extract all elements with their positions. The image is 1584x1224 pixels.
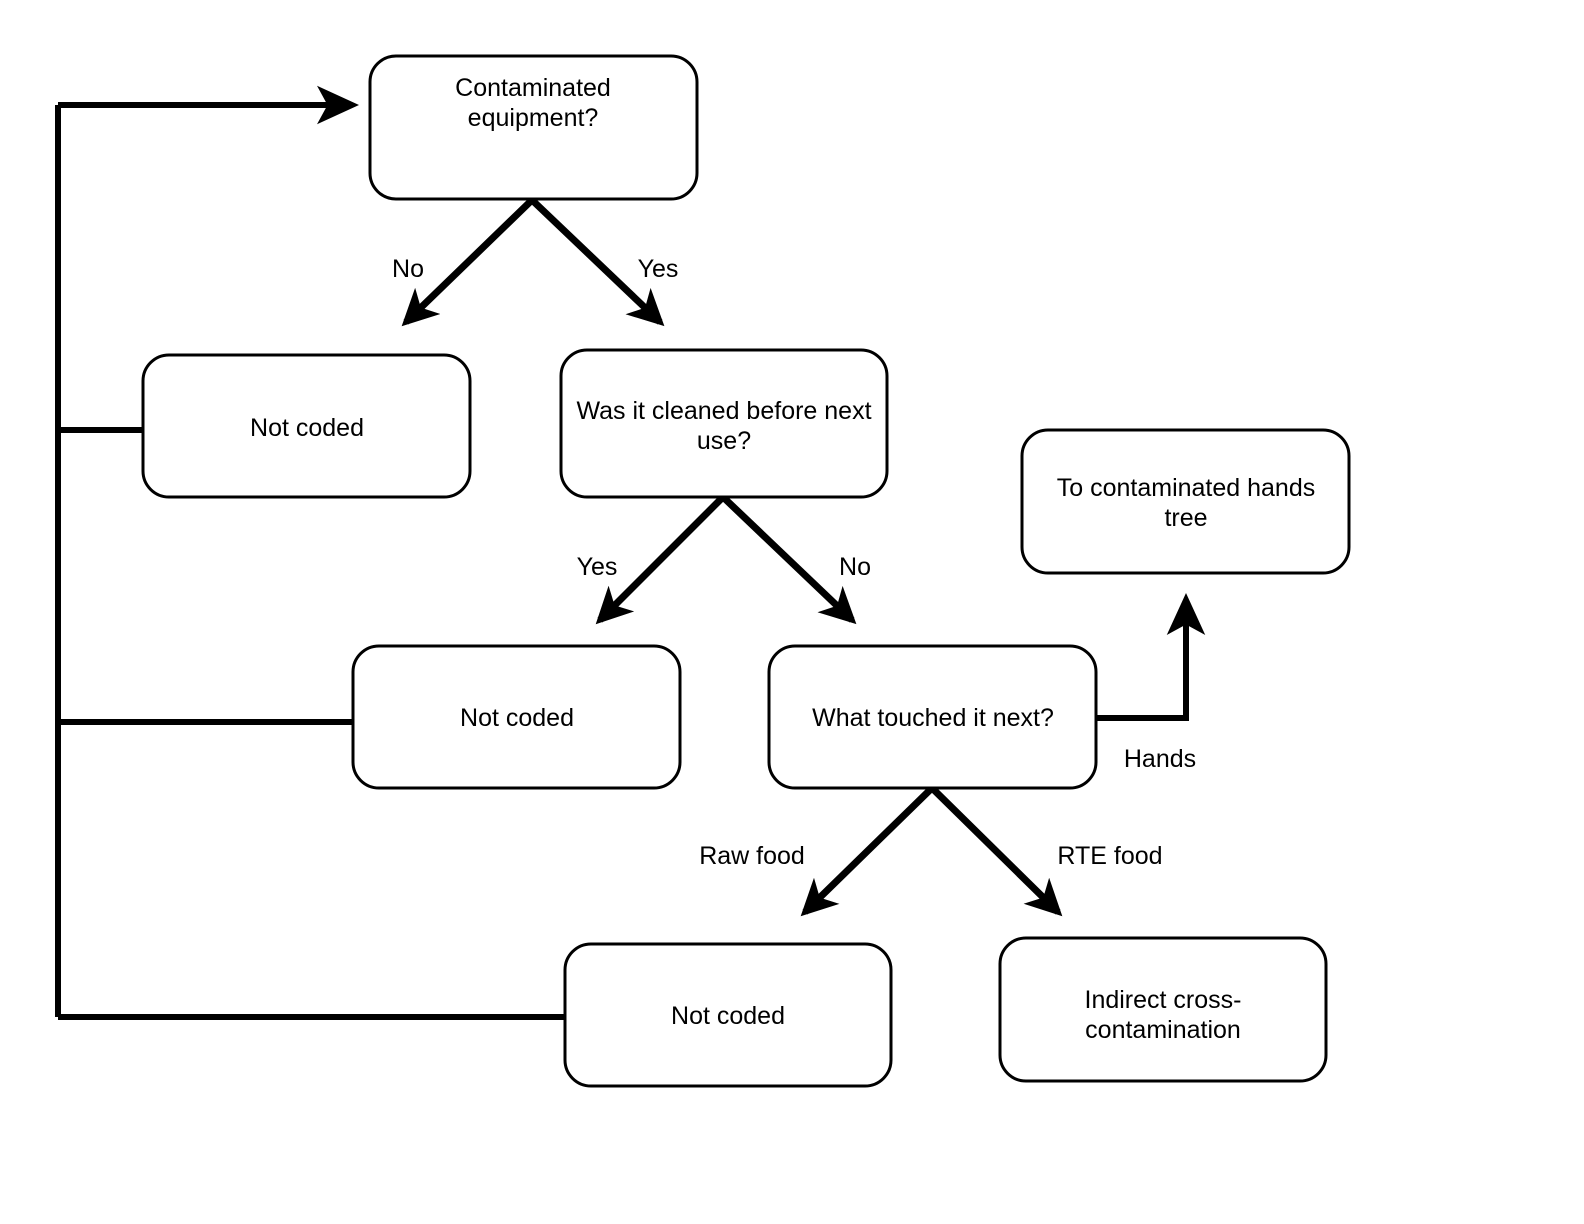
node-to-contaminated-hands-tree-label-line2: tree — [1164, 504, 1207, 532]
node-what-touched-it-next-shape[interactable] — [767, 644, 1098, 790]
edge-rte-food-path — [929, 785, 1063, 917]
node-contaminated-equipment-shape[interactable] — [368, 54, 699, 201]
node-to-contaminated-hands-tree[interactable]: To contaminated hands tree — [1020, 428, 1351, 575]
edge-raw-food-path — [800, 785, 935, 917]
node-not-coded-2-shape[interactable] — [351, 644, 682, 790]
node-was-it-cleaned-label-line1: Was it cleaned before next — [576, 397, 871, 425]
edge-yes-2-path — [595, 494, 726, 625]
node-to-contaminated-hands-tree-shape[interactable] — [1020, 428, 1351, 575]
edge-label-rte-food: RTE food — [1057, 842, 1162, 870]
node-indirect-cross-contamination-shape[interactable] — [998, 936, 1328, 1083]
node-not-coded-3-shape[interactable] — [563, 942, 893, 1088]
edge-label-yes-2: Yes — [577, 553, 618, 581]
edge-label-hands: Hands — [1124, 745, 1196, 773]
node-not-coded-1[interactable]: Not coded — [141, 353, 472, 499]
edge-label-raw-food: Raw food — [699, 842, 805, 870]
edge-labels: No Yes Yes No Hands Raw food RTE food — [392, 255, 1196, 870]
node-not-coded-3-label: Not coded — [671, 1002, 785, 1030]
node-indirect-cross-contamination-label-line1: Indirect cross- — [1085, 986, 1242, 1014]
edge-label-yes-1: Yes — [638, 255, 679, 283]
node-was-it-cleaned-label-line2: use? — [697, 427, 751, 455]
node-what-touched-it-next[interactable]: What touched it next? — [767, 644, 1098, 790]
edge-no-2-path — [720, 494, 857, 625]
edge-hands-path — [1095, 593, 1206, 721]
edge-label-no-1: No — [392, 255, 424, 283]
node-contaminated-equipment-label-line1: Contaminated — [455, 74, 611, 102]
hands-connector-group — [1095, 593, 1206, 721]
edge-label-no-2: No — [839, 553, 871, 581]
edge-yes-1-path — [529, 197, 665, 327]
node-not-coded-2-label: Not coded — [460, 704, 574, 732]
node-was-it-cleaned[interactable]: Was it cleaned before next use? — [559, 348, 889, 499]
node-contaminated-equipment-label-line2: equipment? — [468, 104, 599, 132]
node-not-coded-1-shape[interactable] — [141, 353, 472, 499]
node-not-coded-3[interactable]: Not coded — [563, 942, 893, 1088]
node-not-coded-2[interactable]: Not coded — [351, 644, 682, 790]
branch-arrows — [401, 197, 1063, 917]
node-what-touched-it-next-label: What touched it next? — [812, 704, 1054, 732]
node-indirect-cross-contamination-label-line2: contamination — [1085, 1016, 1241, 1044]
return-connectors — [55, 85, 566, 1020]
node-to-contaminated-hands-tree-label-line1: To contaminated hands — [1057, 474, 1316, 502]
node-not-coded-1-label: Not coded — [250, 414, 364, 442]
node-indirect-cross-contamination[interactable]: Indirect cross- contamination — [998, 936, 1328, 1083]
edge-no-1-path — [401, 197, 535, 327]
node-contaminated-equipment[interactable]: Contaminated equipment? — [368, 54, 699, 201]
node-was-it-cleaned-shape[interactable] — [559, 348, 889, 499]
